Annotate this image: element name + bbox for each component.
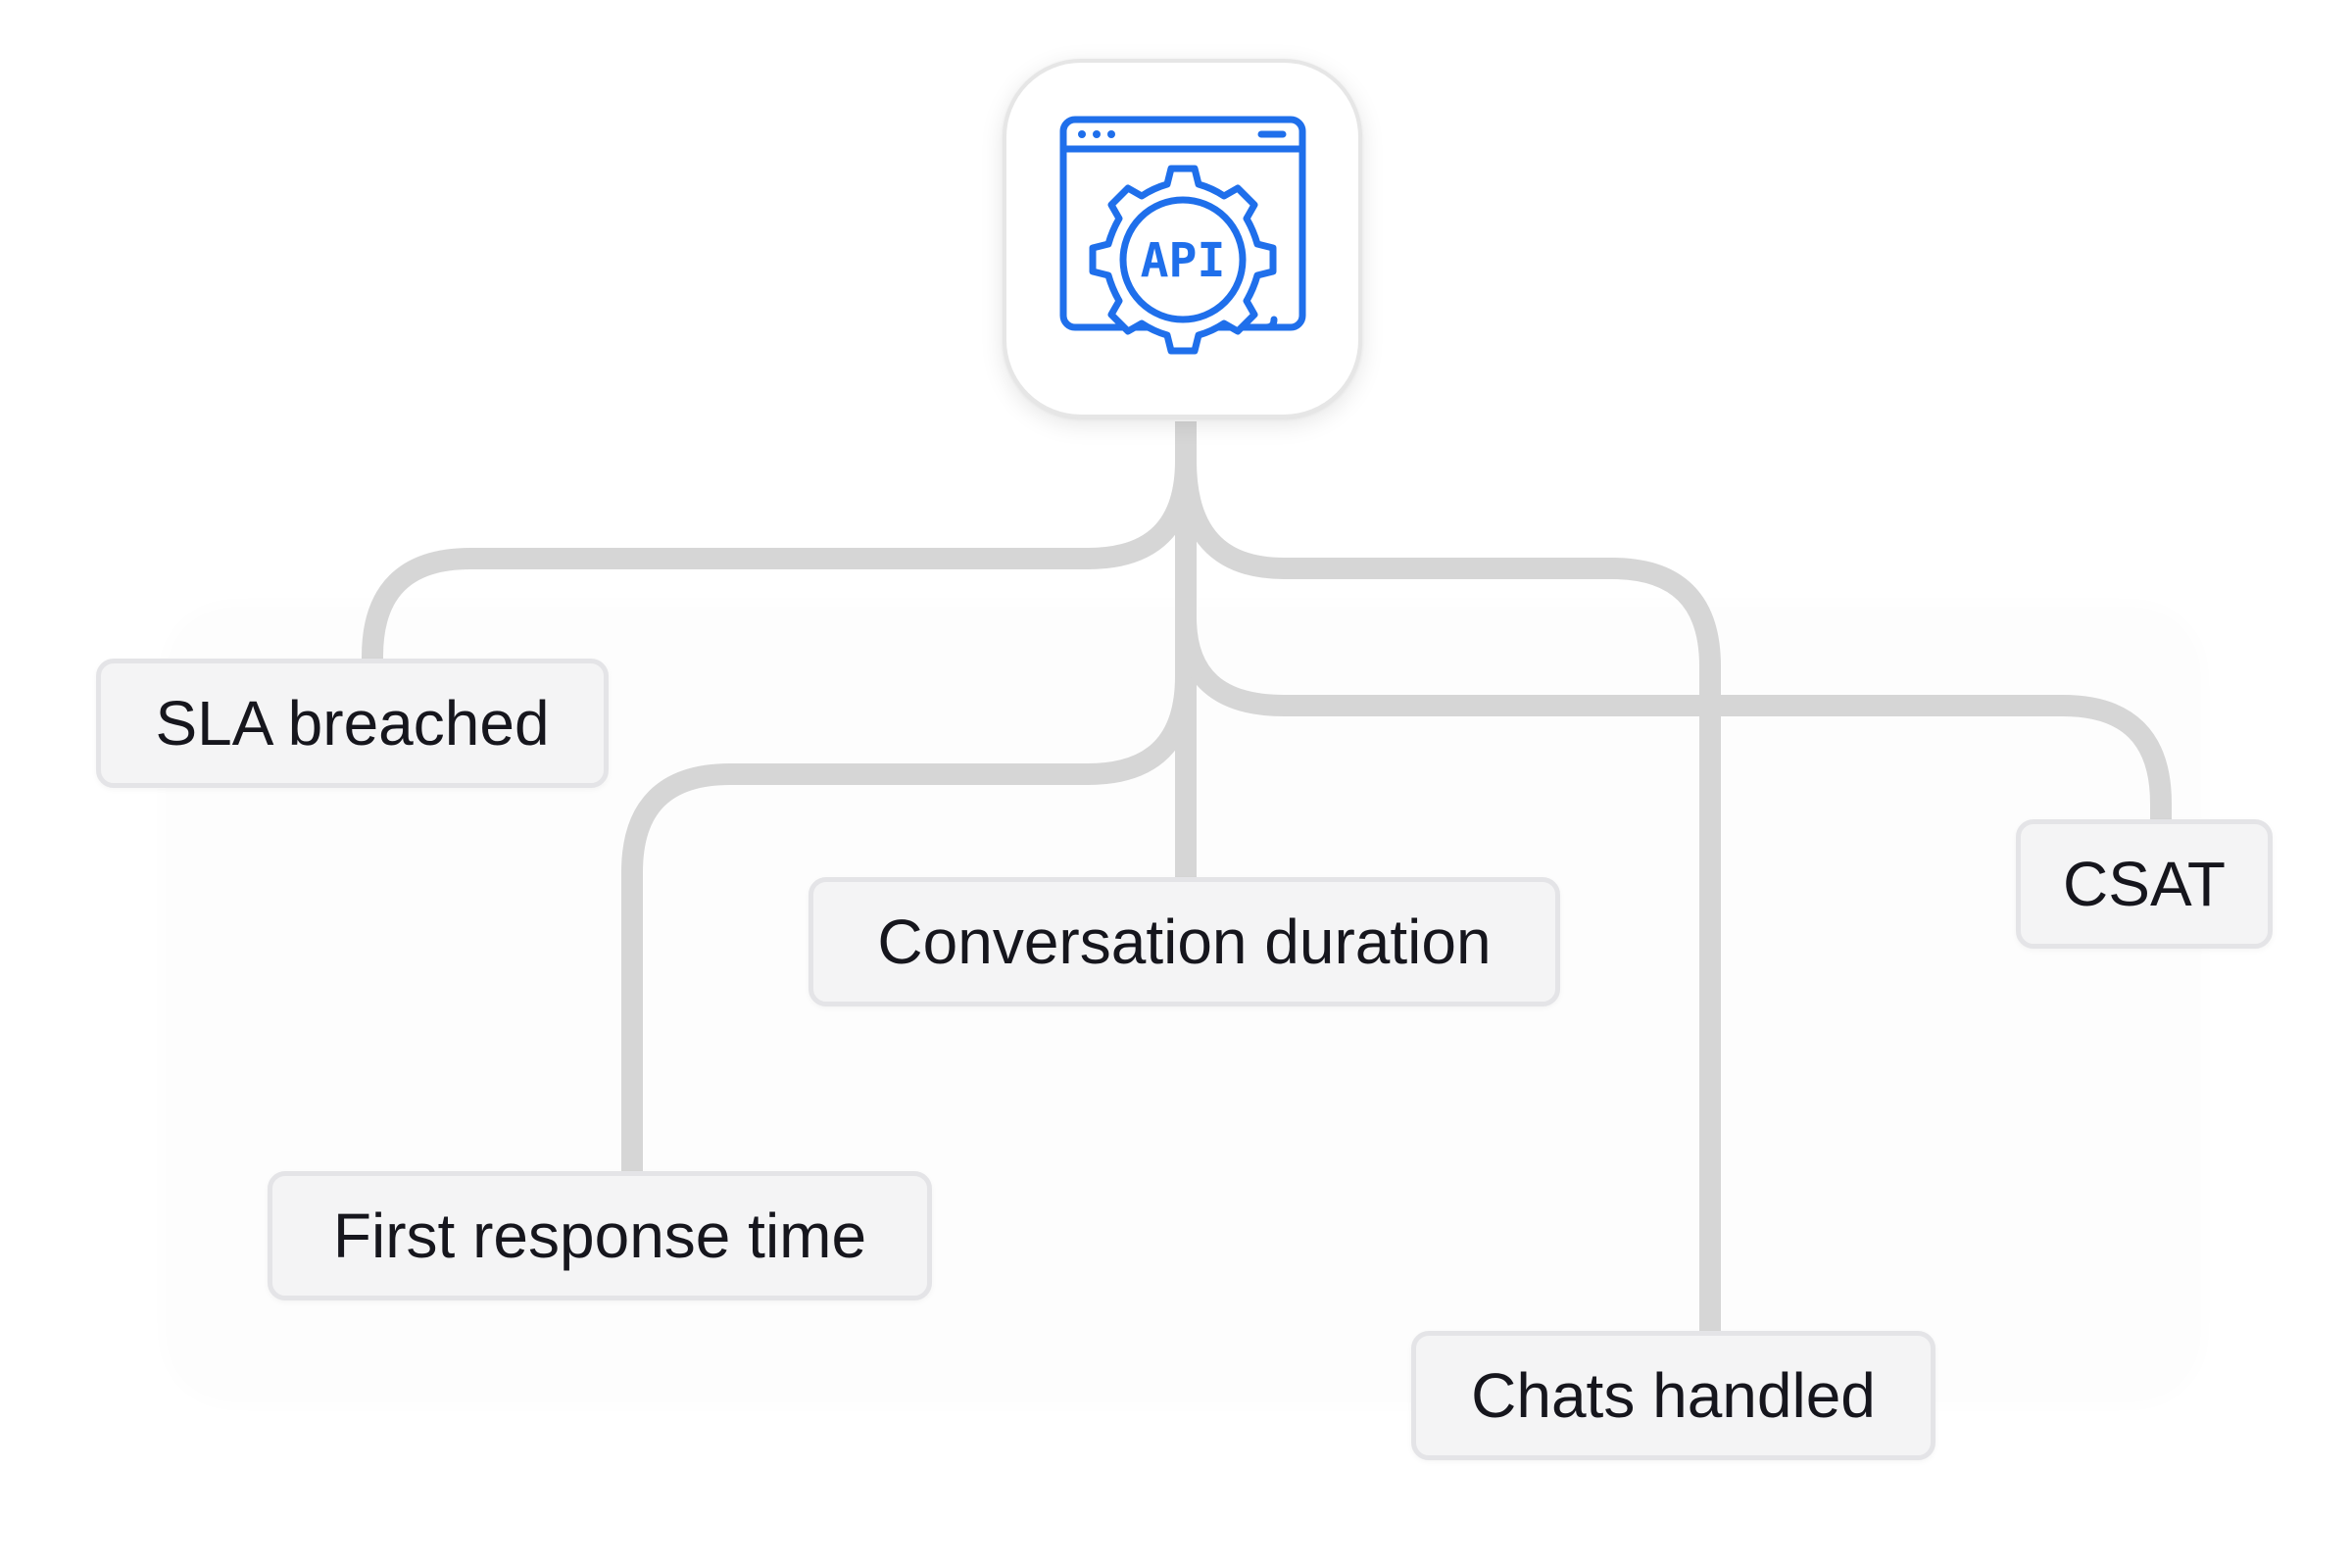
api-hub-card: API [1003, 59, 1362, 418]
node-chats-handled[interactable]: Chats handled [1411, 1331, 1936, 1460]
node-conversation-duration[interactable]: Conversation duration [808, 877, 1560, 1006]
connector-csat [1175, 616, 2172, 823]
node-first-response-time[interactable]: First response time [268, 1171, 932, 1300]
api-icon-text: API [1140, 233, 1225, 288]
node-conversation-duration-label: Conversation duration [877, 906, 1492, 977]
connector-chats [1175, 460, 1721, 1348]
node-csat[interactable]: CSAT [2016, 819, 2273, 949]
node-sla-breached[interactable]: SLA breached [96, 659, 609, 788]
node-sla-breached-label: SLA breached [155, 688, 550, 759]
node-csat-label: CSAT [2063, 849, 2226, 919]
api-gear-window-icon: API [1059, 116, 1305, 354]
node-chats-handled-label: Chats handled [1471, 1360, 1876, 1431]
connector-sla [362, 421, 1197, 667]
node-first-response-time-label: First response time [332, 1200, 867, 1271]
